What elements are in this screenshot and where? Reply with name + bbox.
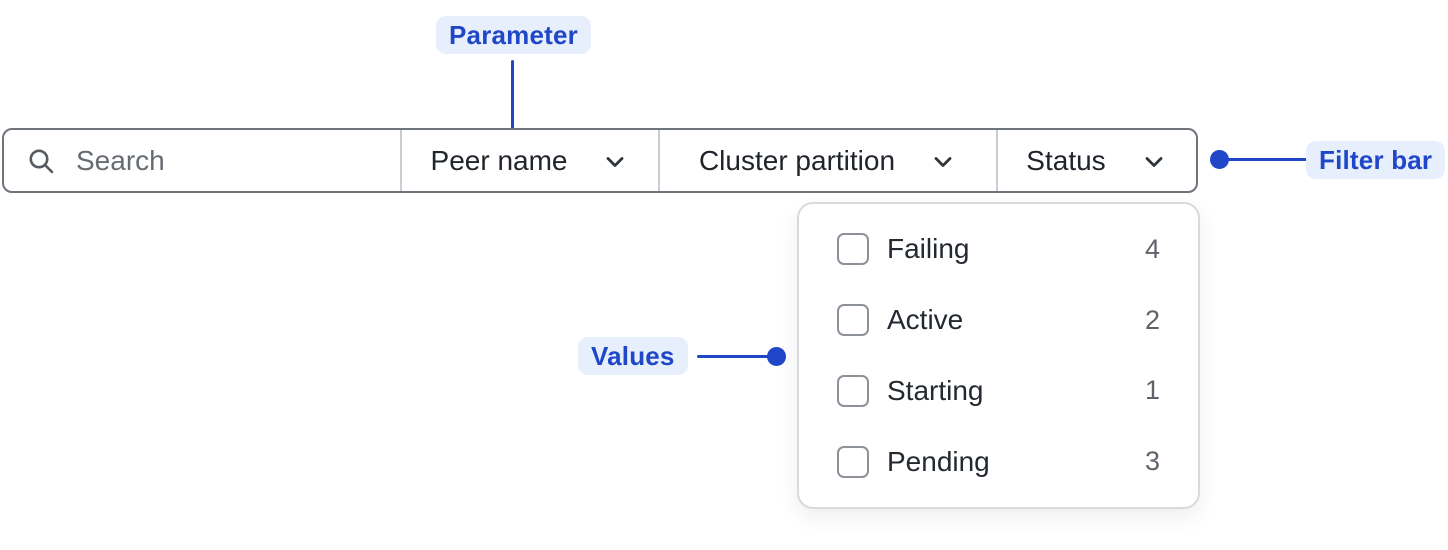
menu-item-label: Active [887,304,964,336]
dropdown-peer-name-label: Peer name [430,144,568,176]
checkbox-pending[interactable] [837,445,869,478]
menu-item-active[interactable]: Active 2 [799,285,1198,356]
menu-item-count: 2 [1144,304,1160,335]
chevron-down-icon [601,148,629,176]
dropdown-status[interactable]: Status [998,130,1196,191]
dropdown-cluster-partition[interactable]: Cluster partition [660,130,998,191]
chevron-down-icon [1140,148,1168,176]
annotation-values: Values [578,337,688,375]
search-input[interactable]: Search [4,130,402,191]
menu-item-count: 3 [1144,446,1160,477]
menu-item-label: Pending [887,445,990,477]
status-dropdown-menu: Failing 4 Active 2 Starting 1 Pending 3 [797,202,1200,509]
values-leader-line [697,355,773,358]
annotation-filter-bar: Filter bar [1306,141,1446,179]
values-leader-dot [767,347,786,366]
menu-item-pending[interactable]: Pending 3 [799,426,1198,497]
menu-item-count: 1 [1144,375,1160,406]
chevron-down-icon [929,148,957,176]
parameter-leader-line [511,60,514,144]
menu-item-count: 4 [1144,233,1160,264]
menu-item-label: Failing [887,233,970,265]
menu-item-starting[interactable]: Starting 1 [799,356,1198,427]
annotation-parameter: Parameter [436,16,591,54]
search-placeholder: Search [76,144,165,176]
menu-item-label: Starting [887,374,984,406]
dropdown-peer-name[interactable]: Peer name [402,130,660,191]
filter-bar: Search Peer name Cluster partition Statu… [2,128,1198,193]
dropdown-status-label: Status [1026,144,1106,176]
checkbox-failing[interactable] [837,233,869,266]
checkbox-active[interactable] [837,304,869,337]
search-icon [26,146,56,176]
dropdown-cluster-partition-label: Cluster partition [698,144,896,176]
checkbox-starting[interactable] [837,374,869,407]
filter-bar-leader-line [1224,158,1308,161]
menu-item-failing[interactable]: Failing 4 [799,214,1198,285]
filter-bar-leader-dot [1210,150,1229,169]
